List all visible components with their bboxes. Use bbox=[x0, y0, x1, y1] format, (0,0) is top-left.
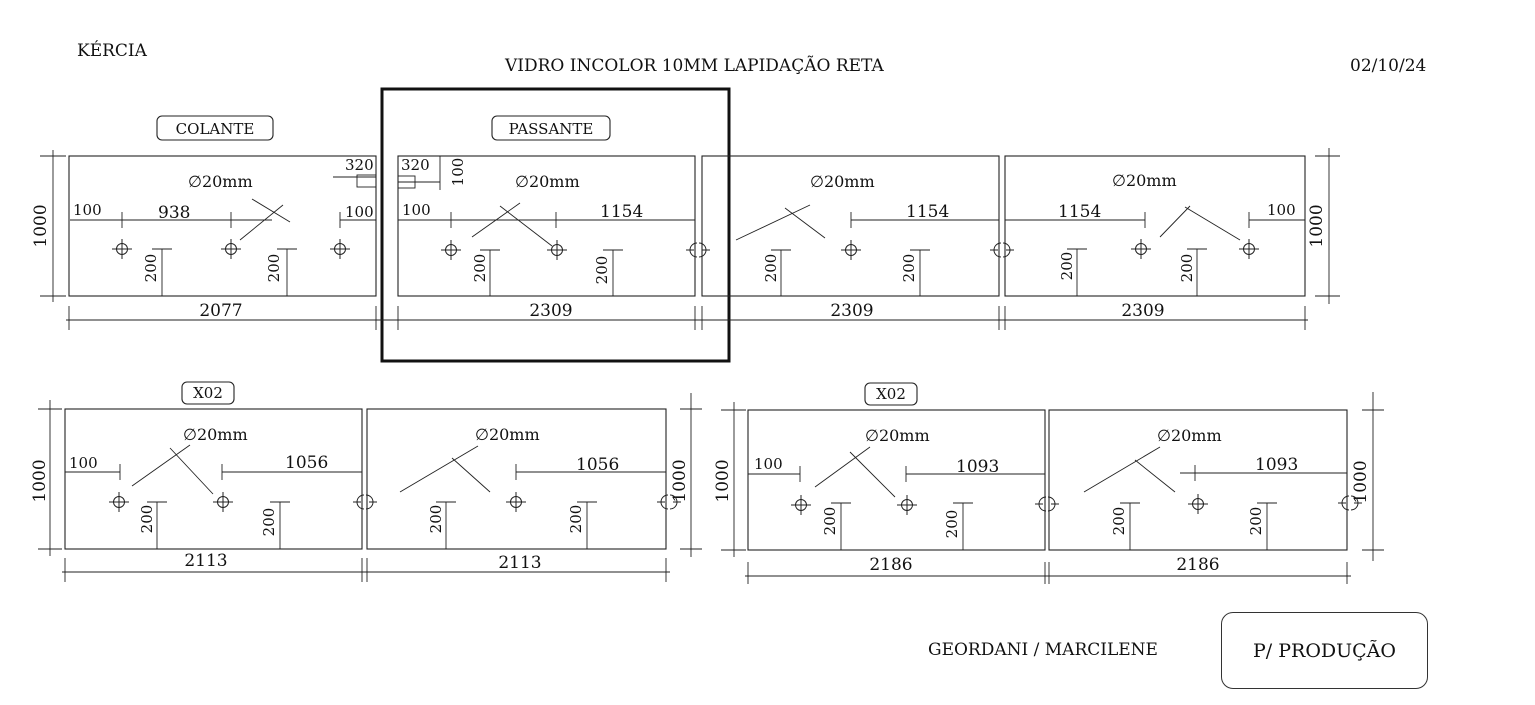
edge-label: 200 bbox=[943, 510, 961, 539]
width-label: 2186 bbox=[1176, 555, 1219, 575]
drawing-title: VIDRO INCOLOR 10MM LAPIDAÇÃO RETA bbox=[505, 56, 884, 76]
height-label: 1000 bbox=[713, 459, 733, 502]
height-label-row1-right: 1000 bbox=[1307, 204, 1327, 247]
hole-marker bbox=[1187, 493, 1209, 515]
edge-label: 200 bbox=[1178, 254, 1196, 283]
width-label: 2309 bbox=[830, 301, 873, 321]
width-label: 2309 bbox=[529, 301, 572, 321]
hole-callout: ∅20mm bbox=[475, 425, 540, 444]
dim-label: 100 bbox=[69, 454, 98, 472]
hole-marker bbox=[329, 238, 351, 260]
dim-label: 1093 bbox=[1255, 455, 1298, 475]
height-label-row1-left: 1000 bbox=[31, 204, 51, 247]
dim-label: 1093 bbox=[956, 457, 999, 477]
height-label: 1000 bbox=[1351, 460, 1371, 503]
dim-label: 1056 bbox=[285, 453, 328, 473]
dim-label: 320 bbox=[401, 156, 430, 174]
hole-callout: ∅20mm bbox=[183, 425, 248, 444]
edge-label: 200 bbox=[821, 507, 839, 536]
dim-label: 100 bbox=[1267, 201, 1296, 219]
edge-label: 200 bbox=[260, 508, 278, 537]
dim-label: 100 bbox=[345, 203, 374, 221]
dim-label: 938 bbox=[158, 203, 190, 223]
tag-x02: X02 bbox=[193, 384, 223, 402]
dim-label: 100 bbox=[754, 455, 783, 473]
hole-callout: ∅20mm bbox=[1157, 426, 1222, 445]
hole-marker bbox=[440, 239, 462, 261]
dim-label: 100 bbox=[402, 201, 431, 219]
hole-marker bbox=[111, 238, 133, 260]
edge-label: 200 bbox=[1058, 252, 1076, 281]
row-2-right: X02 1000 1000 2186 2186 100 1093 ∅20mm 2… bbox=[713, 382, 1384, 584]
hole-marker bbox=[505, 491, 527, 513]
edge-label: 200 bbox=[138, 505, 156, 534]
row-1: COLANTE PASSANTE 1000 1000 2077 2309 230… bbox=[31, 115, 1340, 330]
dim-label: 1056 bbox=[576, 455, 619, 475]
hole-marker bbox=[790, 494, 812, 516]
panel-row2-1 bbox=[64, 408, 363, 550]
hole-marker bbox=[840, 239, 862, 261]
passante-highlight-box bbox=[380, 87, 731, 363]
dim-label: 320 bbox=[345, 156, 374, 174]
hole-callout: ∅20mm bbox=[515, 172, 580, 191]
row-2-left: X02 1000 1000 2113 2113 100 1056 ∅20mm 2… bbox=[30, 381, 702, 582]
dim-label: 100 bbox=[449, 158, 467, 187]
dim-label: 1154 bbox=[1058, 202, 1101, 222]
hole-callout: ∅20mm bbox=[1112, 171, 1177, 190]
panel-row2-2 bbox=[366, 408, 667, 550]
hole-callout: ∅20mm bbox=[865, 426, 930, 445]
dim-label: 1154 bbox=[906, 202, 949, 222]
width-label: 2309 bbox=[1121, 301, 1164, 321]
height-label: 1000 bbox=[30, 459, 50, 502]
edge-label: 200 bbox=[900, 254, 918, 283]
production-stamp-label: P/ PRODUÇÃO bbox=[1253, 639, 1396, 662]
tag-colante: COLANTE bbox=[176, 120, 255, 138]
hole-callout: ∅20mm bbox=[188, 172, 253, 191]
width-label: 2113 bbox=[498, 553, 541, 573]
dim-label: 1154 bbox=[600, 202, 643, 222]
dim-label: 100 bbox=[73, 201, 102, 219]
panel-row1-3 bbox=[701, 155, 1000, 297]
edge-label: 200 bbox=[265, 254, 283, 283]
edge-label: 200 bbox=[471, 254, 489, 283]
width-label: 2077 bbox=[199, 301, 242, 321]
tag-colante-box bbox=[156, 115, 274, 141]
edge-label: 200 bbox=[567, 505, 585, 534]
tag-passante-box bbox=[491, 115, 611, 141]
tag-x02: X02 bbox=[876, 385, 906, 403]
hole-marker bbox=[212, 491, 234, 513]
tag-passante: PASSANTE bbox=[509, 120, 594, 138]
width-label: 2113 bbox=[184, 551, 227, 571]
edge-label: 200 bbox=[1110, 507, 1128, 536]
width-label: 2186 bbox=[869, 555, 912, 575]
panel-colante bbox=[68, 155, 377, 297]
hole-marker bbox=[1238, 238, 1260, 260]
hole-marker bbox=[1130, 238, 1152, 260]
joint-marker bbox=[989, 242, 1015, 258]
height-label: 1000 bbox=[670, 459, 690, 502]
panel-row1-4 bbox=[1004, 155, 1306, 297]
client-name: KÉRCIA bbox=[77, 41, 147, 61]
production-stamp: P/ PRODUÇÃO bbox=[1221, 612, 1428, 689]
signatures: GEORDANI / MARCILENE bbox=[928, 640, 1158, 660]
joint-marker bbox=[1034, 496, 1060, 512]
edge-label: 200 bbox=[593, 256, 611, 285]
hole-marker bbox=[108, 491, 130, 513]
hole-marker bbox=[546, 239, 568, 261]
edge-label: 200 bbox=[1247, 507, 1265, 536]
hole-marker bbox=[896, 494, 918, 516]
joint-marker bbox=[685, 242, 711, 258]
joint-marker bbox=[352, 494, 378, 510]
edge-label: 200 bbox=[762, 254, 780, 283]
drawing-date: 02/10/24 bbox=[1350, 56, 1427, 76]
hole-marker bbox=[220, 238, 242, 260]
edge-label: 200 bbox=[427, 505, 445, 534]
panel-row3-1 bbox=[747, 409, 1046, 551]
hole-callout: ∅20mm bbox=[810, 172, 875, 191]
panel-row3-2 bbox=[1048, 409, 1348, 551]
edge-label: 200 bbox=[142, 254, 160, 283]
panel-passante bbox=[397, 155, 696, 297]
